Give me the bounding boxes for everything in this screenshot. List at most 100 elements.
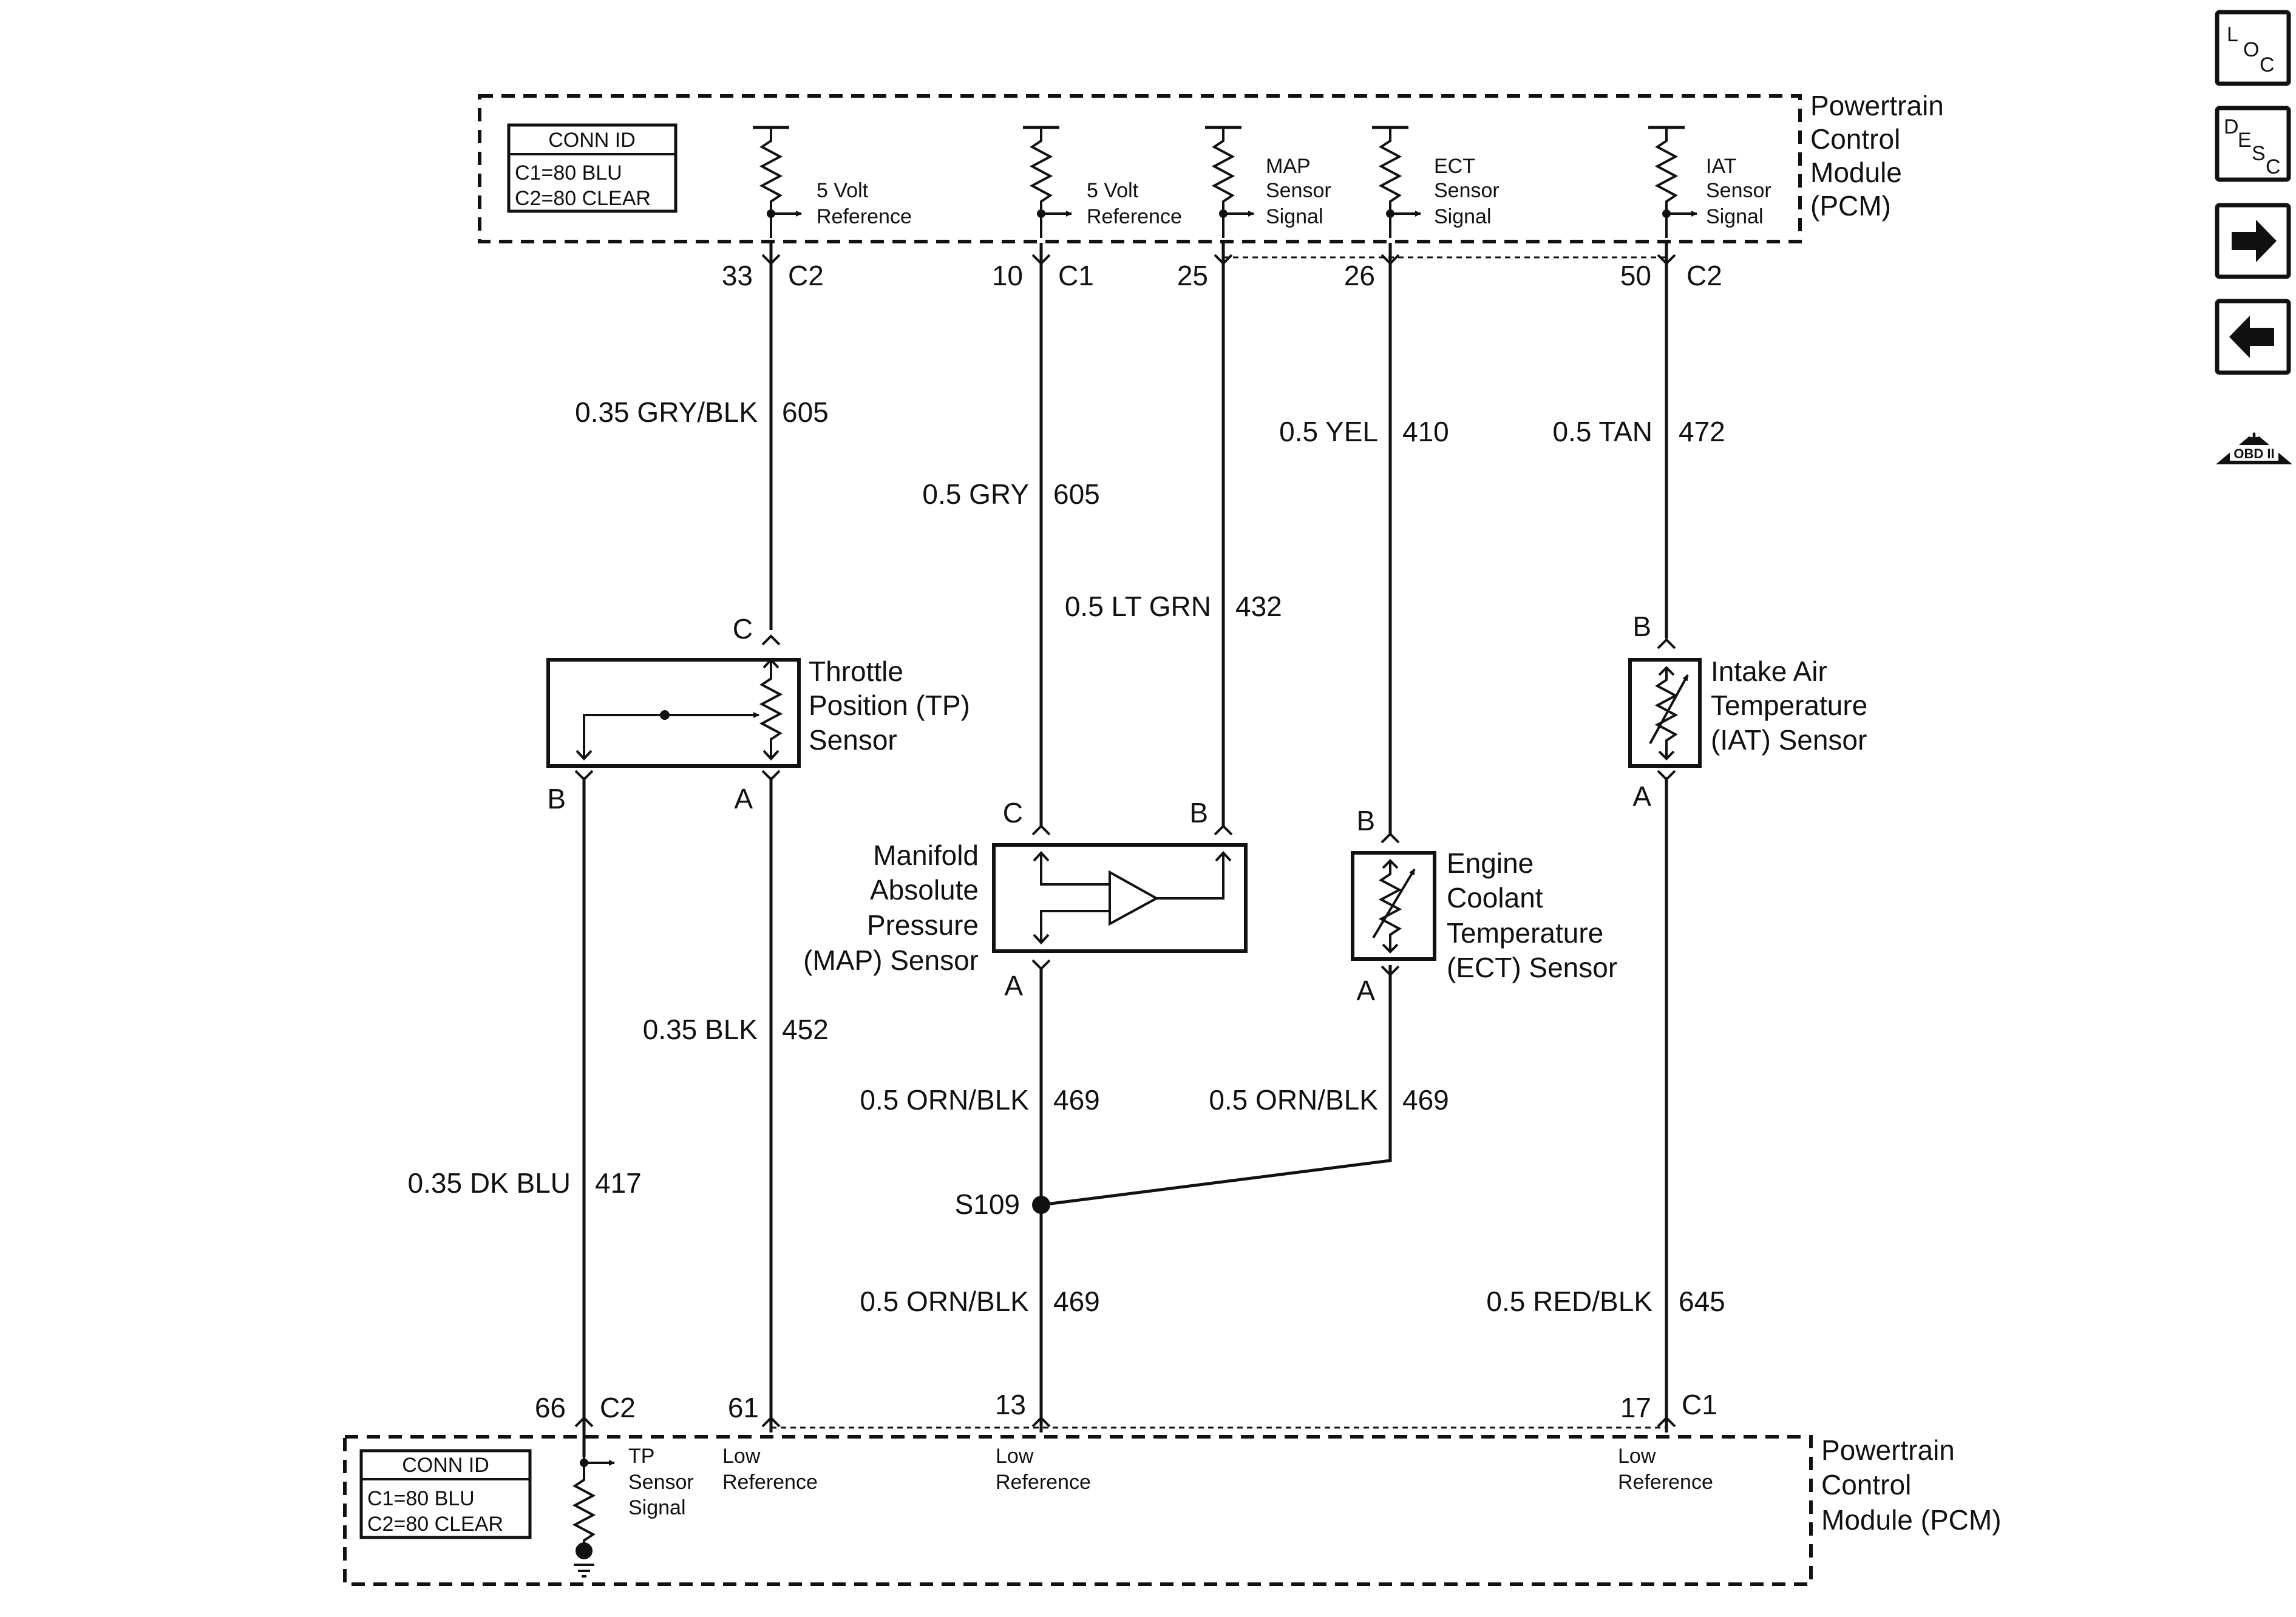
loc-letter-c: C <box>2260 53 2275 76</box>
nav-toolbar: L O C D E S C II OBD II <box>2215 10 2292 464</box>
tp-name-1: Throttle <box>809 656 903 687</box>
previous-button[interactable] <box>2215 299 2291 375</box>
conn-id-c1: C1=80 BLU <box>515 161 622 185</box>
wire-circuit-645: 645 <box>1679 1286 1725 1317</box>
circuit-label-5a: IAT <box>1706 155 1736 178</box>
circuit-label-1a: 5 Volt <box>817 179 869 202</box>
wire-label-469c: 0.5 ORN/BLK <box>860 1286 1029 1317</box>
thermistor-icon <box>1372 859 1416 954</box>
low-ref-label-2b: Reference <box>996 1471 1091 1494</box>
ect-sensor: B Engine Coolant Temperature (ECT) Senso… <box>1351 805 1617 1006</box>
ect-name-3: Temperature <box>1447 917 1603 949</box>
ground-icon <box>576 1542 593 1559</box>
pin-26: 26 <box>1344 260 1375 291</box>
tp-sensor-box <box>546 658 801 768</box>
iat-sensor: B Intake Air Temperature (IAT) Sensor A <box>1628 611 1867 812</box>
ect-name-2: Coolant <box>1447 882 1543 914</box>
loc-letter-l: L <box>2227 23 2238 46</box>
wire-469-ect <box>1041 965 1392 1207</box>
potentiometer-icon <box>576 658 783 761</box>
wire-label-472: 0.5 TAN <box>1553 416 1652 447</box>
conn-c2-bottom: C2 <box>600 1392 636 1423</box>
circuit-label-3c: Signal <box>1266 205 1323 228</box>
loc-letter-o: O <box>2243 38 2259 61</box>
description-button[interactable]: D E S C <box>2215 106 2291 182</box>
low-ref-label-2a: Low <box>996 1445 1034 1468</box>
location-button[interactable]: L O C <box>2215 10 2291 86</box>
resistor-icon <box>1648 126 1697 238</box>
map-pin-c: C <box>1003 797 1023 829</box>
conn-id-c1: C1=80 BLU <box>367 1487 475 1510</box>
conn-id-box-bottom: CONN ID C1=80 BLU C2=80 CLEAR <box>359 1449 532 1539</box>
splice-label: S109 <box>955 1188 1020 1220</box>
map-sensor: C B Manifold Absolute Pressure (MAP) Sen… <box>803 797 1248 1002</box>
wire-circuit-417: 417 <box>595 1167 642 1199</box>
connector-chevrons-top <box>761 254 1676 265</box>
wire-label-645: 0.5 RED/BLK <box>1486 1286 1652 1317</box>
pin-66: 66 <box>535 1392 566 1423</box>
ect-pin-b: B <box>1356 805 1375 836</box>
low-ref-label-3a: Low <box>1618 1445 1656 1468</box>
pcm-bottom: 66 C2 61 13 17 C1 CONN ID C1=80 BLU C2=8… <box>343 1389 2002 1586</box>
arrow-left-icon <box>2229 316 2274 358</box>
amplifier-icon <box>1033 851 1232 944</box>
circuit-label-2b: Reference <box>1087 205 1182 228</box>
wire-label-469a: 0.5 ORN/BLK <box>860 1084 1029 1116</box>
conn-id-c2: C2=80 CLEAR <box>515 187 651 210</box>
low-ref-label-3b: Reference <box>1618 1471 1713 1494</box>
wire-circuit-469a: 469 <box>1053 1084 1100 1116</box>
resistor-icon <box>1372 126 1421 238</box>
low-ref-label-1b: Reference <box>722 1471 818 1494</box>
pin-25: 25 <box>1177 260 1208 291</box>
tp-sensor: C Throttle Position (TP) Sensor B A <box>546 613 970 815</box>
wire-label-410: 0.5 YEL <box>1279 416 1378 447</box>
pcm-top: Powertrain Control Module (PCM) CONN ID … <box>478 90 1944 291</box>
pin-10: 10 <box>992 260 1023 291</box>
desc-letter-s: S <box>2252 142 2266 165</box>
map-name-4: (MAP) Sensor <box>803 944 979 976</box>
resistor-icon <box>1205 126 1254 238</box>
wire-circuit-432: 432 <box>1235 591 1282 622</box>
pcm-bottom-border <box>343 1435 1813 1586</box>
iat-pin-b: B <box>1632 611 1651 642</box>
low-ref-label-1a: Low <box>722 1445 761 1468</box>
map-name-1: Manifold <box>873 839 979 871</box>
tp-pin-b: B <box>547 783 566 815</box>
tp-pin-a: A <box>734 783 753 815</box>
circuit-label-4b: Sensor <box>1434 179 1500 202</box>
conn-c2-top-left: C2 <box>788 260 824 291</box>
iat-name-3: (IAT) Sensor <box>1711 724 1867 756</box>
circuit-label-4c: Signal <box>1434 205 1492 228</box>
pcm-bottom-internal-circuits <box>572 1457 615 1578</box>
iat-pin-a: A <box>1632 781 1651 812</box>
pin-17: 17 <box>1620 1392 1651 1423</box>
wire-label-469b: 0.5 ORN/BLK <box>1209 1084 1378 1116</box>
pin-61: 61 <box>728 1392 759 1423</box>
wire-circuit-605b: 605 <box>1053 478 1100 510</box>
conn-id-c2: C2=80 CLEAR <box>367 1513 503 1536</box>
wire-label-417: 0.35 DK BLU <box>408 1167 571 1199</box>
obd-ii-button[interactable]: II OBD II <box>2216 419 2292 464</box>
conn-id-header: CONN ID <box>402 1454 489 1477</box>
wire-label-432: 0.5 LT GRN <box>1065 591 1211 622</box>
desc-letter-e: E <box>2238 129 2252 152</box>
wire-circuit-469b: 469 <box>1402 1084 1449 1116</box>
desc-letter-c: C <box>2266 155 2281 178</box>
ect-name-4: (ECT) Sensor <box>1447 952 1617 983</box>
circuit-label-3a: MAP <box>1266 155 1311 178</box>
wire-label-452: 0.35 BLK <box>643 1014 758 1045</box>
iat-sensor-box <box>1628 658 1702 768</box>
pcm-top-internal-circuits: 5 Volt Reference 5 Volt Reference MAP Se… <box>753 126 1771 238</box>
pcm-bottom-title-3: Module (PCM) <box>1821 1504 2002 1536</box>
tp-signal-label-1: TP <box>628 1445 654 1468</box>
iat-name-1: Intake Air <box>1711 656 1827 687</box>
resistor-icon <box>1023 126 1072 238</box>
circuit-label-5c: Signal <box>1706 205 1764 228</box>
circuit-label-4a: ECT <box>1434 155 1475 178</box>
map-name-2: Absolute <box>870 874 979 906</box>
next-button[interactable] <box>2215 203 2291 279</box>
wire-circuit-472: 472 <box>1679 416 1725 447</box>
pcm-top-title-2: Control <box>1810 123 1900 155</box>
ect-pin-a: A <box>1356 975 1375 1006</box>
pcm-top-title-1: Powertrain <box>1810 90 1944 121</box>
